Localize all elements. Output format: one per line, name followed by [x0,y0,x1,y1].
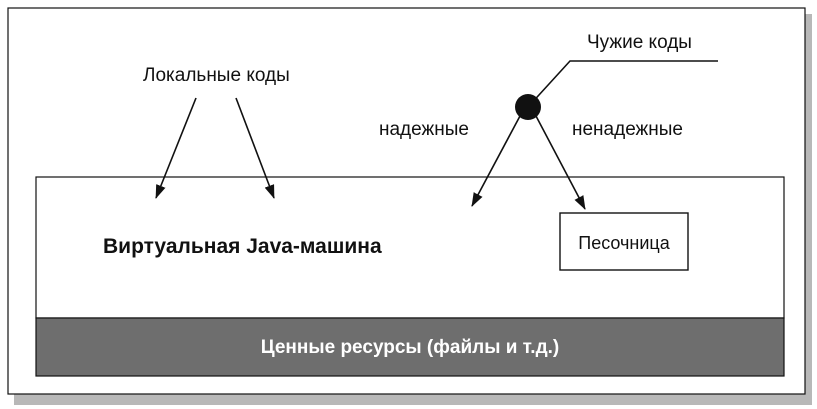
untrusted-label: ненадежные [572,119,683,140]
sandbox-box [559,212,689,271]
jvm-label: Виртуальная Java-машина [103,235,382,258]
trusted-arrow [471,115,521,207]
local-arrow-left [155,97,197,199]
local-codes-label: Локальные коды [143,65,290,86]
foreign-codes-label: Чужие коды [587,32,692,53]
trusted-label: надежные [379,119,469,140]
sandbox-label: Песочница [578,233,670,253]
branch-node [515,94,541,120]
foreign-codes-leader-line [527,60,718,108]
resources-label: Ценные ресурсы (файлы и т.д.) [261,337,560,358]
resources-bar [35,317,785,377]
local-arrow-right [235,97,275,199]
untrusted-arrow [535,115,586,210]
